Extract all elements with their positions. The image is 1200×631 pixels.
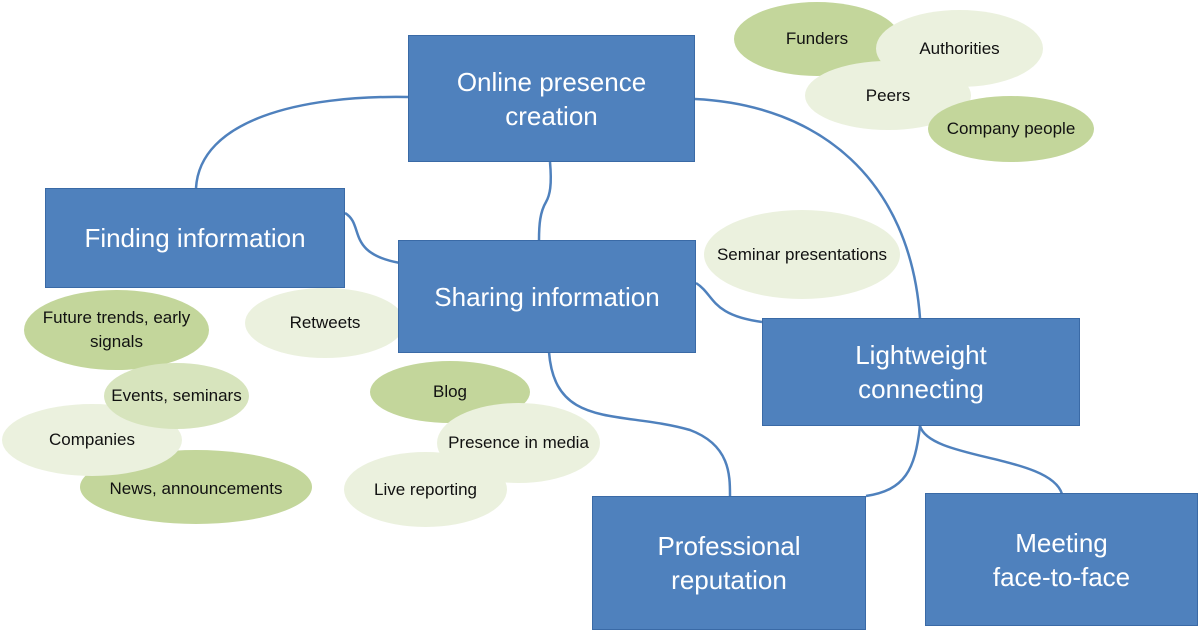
box-reputation-line1: Professional bbox=[657, 531, 801, 561]
connector-lightweight-meeting bbox=[918, 425, 1064, 495]
bubble-retweets: Retweets bbox=[245, 288, 405, 358]
bubble-events-seminars: Events, seminars bbox=[104, 363, 249, 429]
bubble-news-announcements: News, announcements bbox=[80, 450, 312, 524]
bubble-retweets-label: Retweets bbox=[289, 313, 361, 332]
bubble-peers-label: Peers bbox=[865, 85, 911, 105]
connector-lightweight-reputation bbox=[865, 425, 922, 498]
box-meeting-face-to-face: Meeting face-to-face bbox=[925, 493, 1198, 626]
bubble-seminar-line2: presentations bbox=[784, 244, 888, 264]
bubble-presence-line2: in media bbox=[524, 433, 589, 452]
box-lightweight-connecting: Lightweight connecting bbox=[762, 318, 1080, 426]
box-online-line2: creation bbox=[505, 100, 598, 131]
connector-sharing-lightweight bbox=[695, 281, 763, 324]
bubble-company-people-line1: Company bbox=[946, 119, 1020, 138]
box-reputation-line2: reputation bbox=[671, 565, 787, 595]
bubble-presence-in-media: Presence in media bbox=[437, 403, 600, 483]
bubble-live-line2: reporting bbox=[409, 479, 478, 499]
box-finding-information: Finding information bbox=[45, 188, 345, 288]
bubble-future-line1: Future bbox=[42, 308, 92, 327]
bubble-events-line2: seminars bbox=[172, 386, 242, 405]
box-professional-reputation: Professional reputation bbox=[592, 496, 866, 630]
bubble-authorities-label: Authorities bbox=[919, 38, 1000, 58]
bubble-news-line2: announcements bbox=[161, 479, 283, 498]
box-sharing-label: Sharing information bbox=[434, 281, 660, 312]
connector-online-finding bbox=[194, 95, 409, 189]
connector-finding-sharing bbox=[344, 211, 401, 265]
bubble-future-trends: Future trends, early signals bbox=[24, 290, 209, 370]
connector-online-lightweight bbox=[694, 97, 922, 319]
bubble-presence-line1: Presence bbox=[448, 433, 520, 452]
box-online-line1: Online presence bbox=[456, 66, 647, 97]
connector-sharing-reputation bbox=[547, 351, 732, 497]
box-online-presence-creation: Online presence creation bbox=[408, 35, 695, 162]
box-meeting-line2: face-to-face bbox=[992, 561, 1131, 592]
bubble-company-people: Company people bbox=[928, 96, 1094, 162]
bubble-company-people-line2: people bbox=[1024, 119, 1076, 138]
bubble-live-line1: Live bbox=[373, 479, 406, 499]
bubble-companies-label: Companies bbox=[49, 430, 135, 449]
box-meeting-line1: Meeting bbox=[1015, 527, 1108, 558]
bubble-events-line1: Events, bbox=[111, 386, 168, 405]
box-lightweight-line2: connecting bbox=[858, 374, 984, 404]
connector-online-sharing bbox=[537, 161, 553, 241]
box-lightweight-line1: Lightweight bbox=[855, 340, 987, 370]
bubble-future-line3: signals bbox=[90, 332, 143, 351]
bubble-funders-label: Funders bbox=[785, 29, 849, 48]
bubble-future-line2: trends, early bbox=[96, 308, 191, 327]
bubble-blog-label: Blog bbox=[432, 382, 468, 401]
bubble-seminar-presentations: Seminar presentations bbox=[704, 210, 900, 299]
box-finding-label: Finding information bbox=[84, 223, 306, 253]
bubble-seminar-line1: Seminar bbox=[716, 244, 781, 264]
box-sharing-information: Sharing information bbox=[398, 240, 696, 353]
bubble-news-line1: News, bbox=[109, 479, 157, 498]
